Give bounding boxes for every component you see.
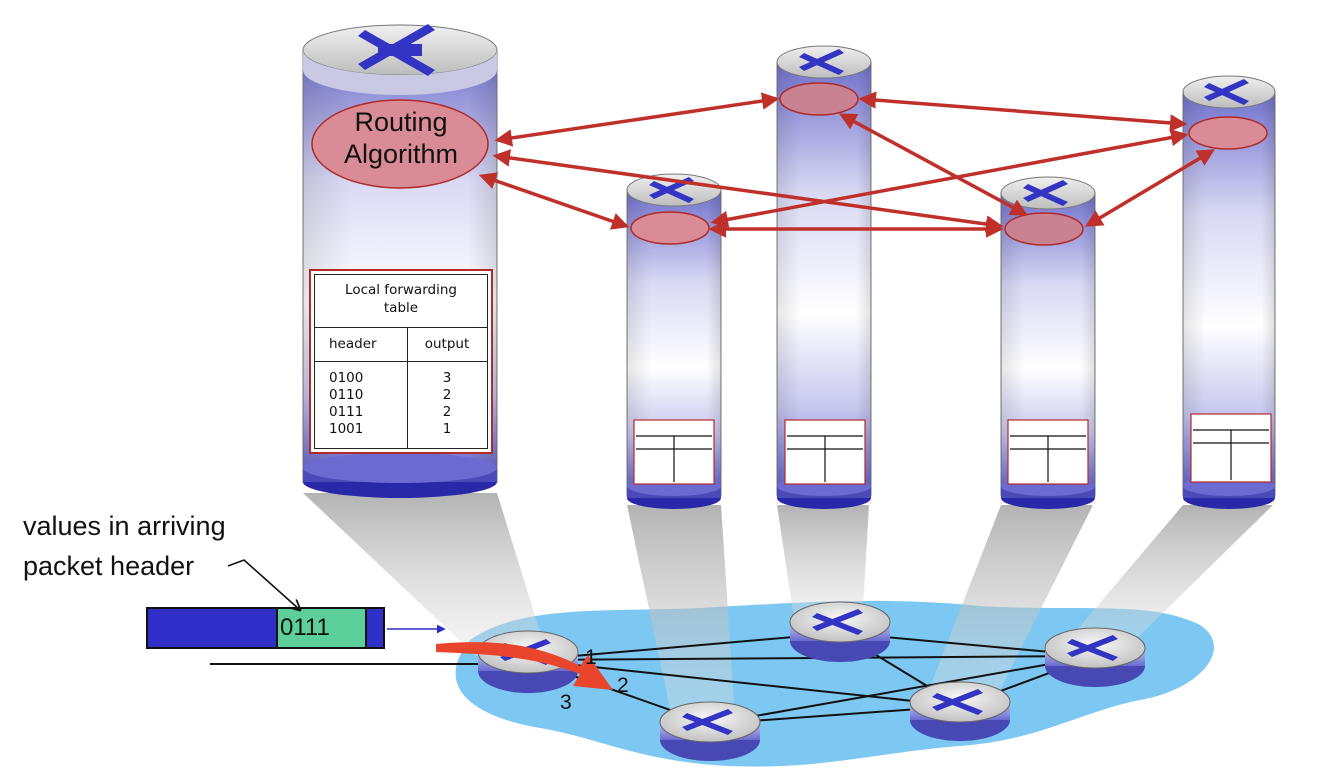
network-cloud [455,600,1214,767]
local-ctrl-oval-4 [1004,212,1084,246]
table-row-header: 0100 [329,370,364,386]
label-pointer [227,559,300,610]
table-row-output: 2 [442,404,452,420]
table-row-output: 1 [442,421,452,437]
local-ctrl-oval-3 [779,82,859,116]
router-b [789,601,891,662]
beam-3 [777,505,869,626]
router-c [1044,627,1146,687]
port-1-label: 1 [585,646,597,669]
packet-label-line2: packet header [23,551,195,581]
table-title-line1: Local forwarding [345,282,457,298]
output-values: 3 2 2 1 [407,370,487,438]
control-arrows [478,91,1216,238]
routing-algorithm-oval [311,99,489,189]
beam-2 [627,505,735,718]
table-row-header: 0110 [329,387,364,403]
local-ctrl-oval-5 [1188,116,1268,150]
header-values: 0100 0110 0111 1001 [329,370,363,438]
routing-algorithm-line1: Routing [354,107,448,137]
beam-5 [1060,505,1273,650]
col-output-label: output [424,336,470,352]
col-header-label: header [329,336,377,352]
table-row-header: 1001 [329,421,364,437]
routing-algorithm-label: Routing Algorithm [312,106,490,170]
routing-algorithm-line2: Algorithm [343,139,459,169]
packet-header-value: 0111 [280,614,330,641]
port-3-label: 3 [560,691,572,714]
mini-tables [633,413,1272,485]
table-row-output: 2 [442,387,452,403]
packet-label-line1: values in arriving [23,511,226,541]
beam-4 [925,505,1093,700]
forward-arrow [436,642,613,690]
router-e [659,701,761,761]
port-2-label: 2 [617,674,629,697]
table-title: Local forwarding table [315,281,487,317]
router-d [909,681,1011,741]
beam-1 [303,493,545,656]
table-row-output: 3 [442,370,452,386]
local-ctrl-oval-2 [630,211,710,245]
mini-table-lines [636,429,1269,482]
local-forwarding-table: Local forwarding table header output 010… [309,269,493,454]
packet-header-box [276,607,367,649]
table-row-header: 0111 [329,404,364,420]
table-title-line2: table [383,300,419,316]
